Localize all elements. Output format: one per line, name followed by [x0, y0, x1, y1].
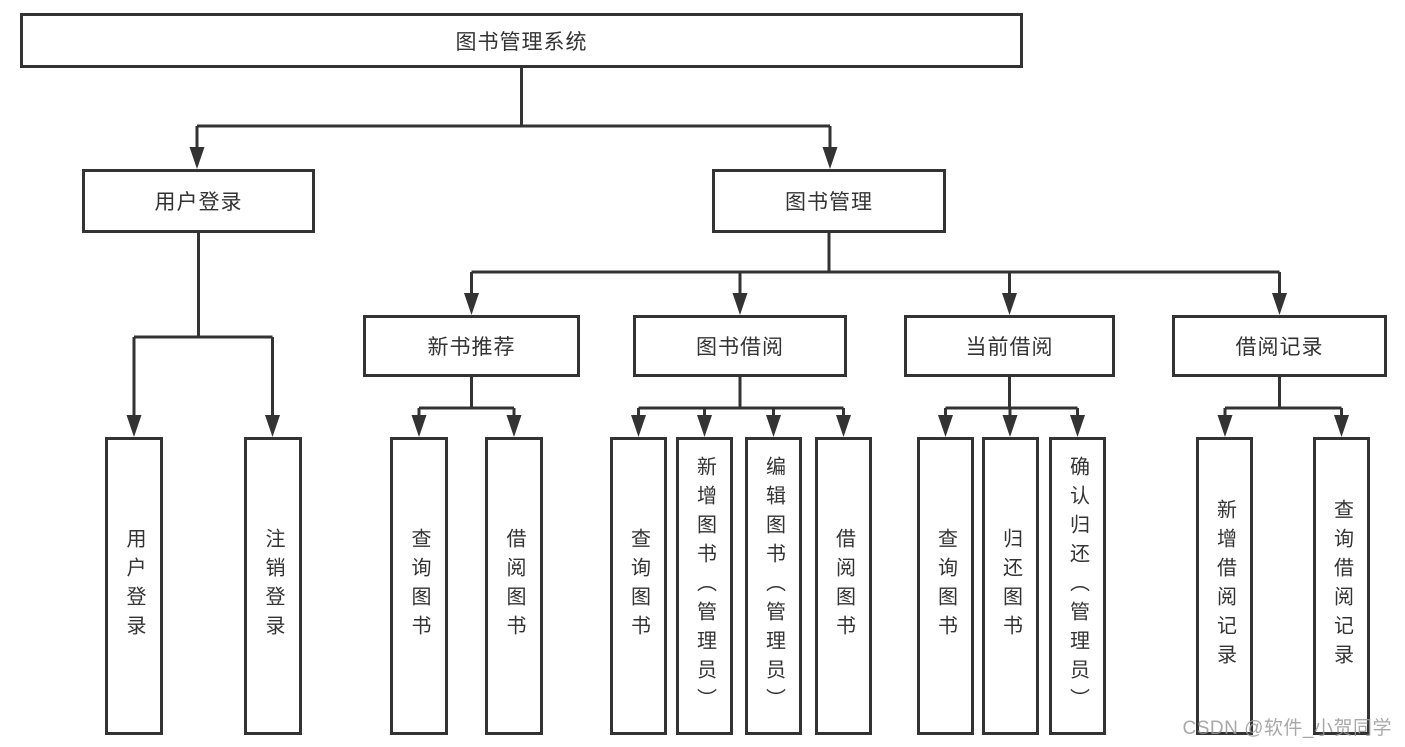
leaf-borrow-edit-admin: 编辑图书（管理员） [745, 437, 802, 735]
connector-current-borrow-to-leaves [938, 377, 1085, 437]
leaf-logout-label: 注销登录 [262, 528, 284, 644]
leaf-borrow-query-label: 查询图书 [627, 528, 650, 644]
leaf-current-query-label: 查询图书 [934, 528, 957, 644]
leaf-logout: 注销登录 [244, 437, 302, 735]
connector-borrow-record-to-leaves [1217, 377, 1349, 437]
leaf-record-add: 新增借阅记录 [1196, 437, 1253, 735]
connector-root-to-level2 [189, 68, 838, 169]
connector-new-book-to-leaves [411, 377, 522, 437]
connector-book-borrow-to-leaves [631, 377, 851, 437]
leaf-borrow-edit-admin-label: 编辑图书（管理员） [762, 455, 785, 717]
leaf-user-login-label: 用户登录 [123, 528, 145, 644]
node-current-borrow-label: 当前借阅 [965, 336, 1054, 359]
leaf-borrow-add-admin-label: 新增图书（管理员） [693, 455, 716, 717]
leaf-user-login: 用户登录 [105, 437, 163, 735]
leaf-current-return: 归还图书 [982, 437, 1039, 735]
node-borrow-record-label: 借阅记录 [1235, 336, 1324, 359]
node-user-login-label: 用户登录 [154, 191, 243, 214]
node-book-borrow-label: 图书借阅 [696, 336, 784, 359]
leaf-borrow-borrow-label: 借阅图书 [832, 528, 855, 644]
leaf-current-confirm-admin: 确认归还（管理员） [1049, 437, 1106, 735]
node-book-borrow: 图书借阅 [633, 315, 847, 377]
node-borrow-record: 借阅记录 [1172, 315, 1387, 377]
leaf-borrow-borrow: 借阅图书 [815, 437, 872, 735]
leaf-current-return-label: 归还图书 [999, 528, 1022, 644]
node-book-management: 图书管理 [712, 169, 946, 233]
connector-user-login-to-leaves [126, 233, 280, 437]
node-new-book-recommend: 新书推荐 [363, 315, 580, 377]
node-book-management-label: 图书管理 [785, 191, 873, 214]
node-new-book-recommend-label: 新书推荐 [427, 336, 516, 359]
leaf-borrow-query: 查询图书 [610, 437, 667, 735]
leaf-record-add-label: 新增借阅记录 [1213, 499, 1236, 673]
connector-book-management-to-level3 [464, 233, 1287, 315]
node-user-login: 用户登录 [82, 169, 315, 233]
leaf-newbook-borrow-label: 借阅图书 [503, 528, 525, 644]
leaf-current-confirm-admin-label: 确认归还（管理员） [1066, 455, 1089, 717]
leaf-newbook-query-label: 查询图书 [408, 528, 430, 644]
node-root: 图书管理系统 [20, 13, 1023, 68]
node-root-label: 图书管理系统 [455, 30, 588, 54]
leaf-newbook-borrow: 借阅图书 [485, 437, 543, 735]
csdn-watermark: CSDN @软件_小贺同学 [1182, 718, 1392, 739]
leaf-current-query: 查询图书 [917, 437, 974, 735]
leaf-borrow-add-admin: 新增图书（管理员） [676, 437, 733, 735]
node-current-borrow: 当前借阅 [904, 315, 1115, 377]
leaf-record-query: 查询借阅记录 [1313, 437, 1370, 735]
leaf-newbook-query: 查询图书 [390, 437, 448, 735]
leaf-record-query-label: 查询借阅记录 [1330, 499, 1353, 673]
